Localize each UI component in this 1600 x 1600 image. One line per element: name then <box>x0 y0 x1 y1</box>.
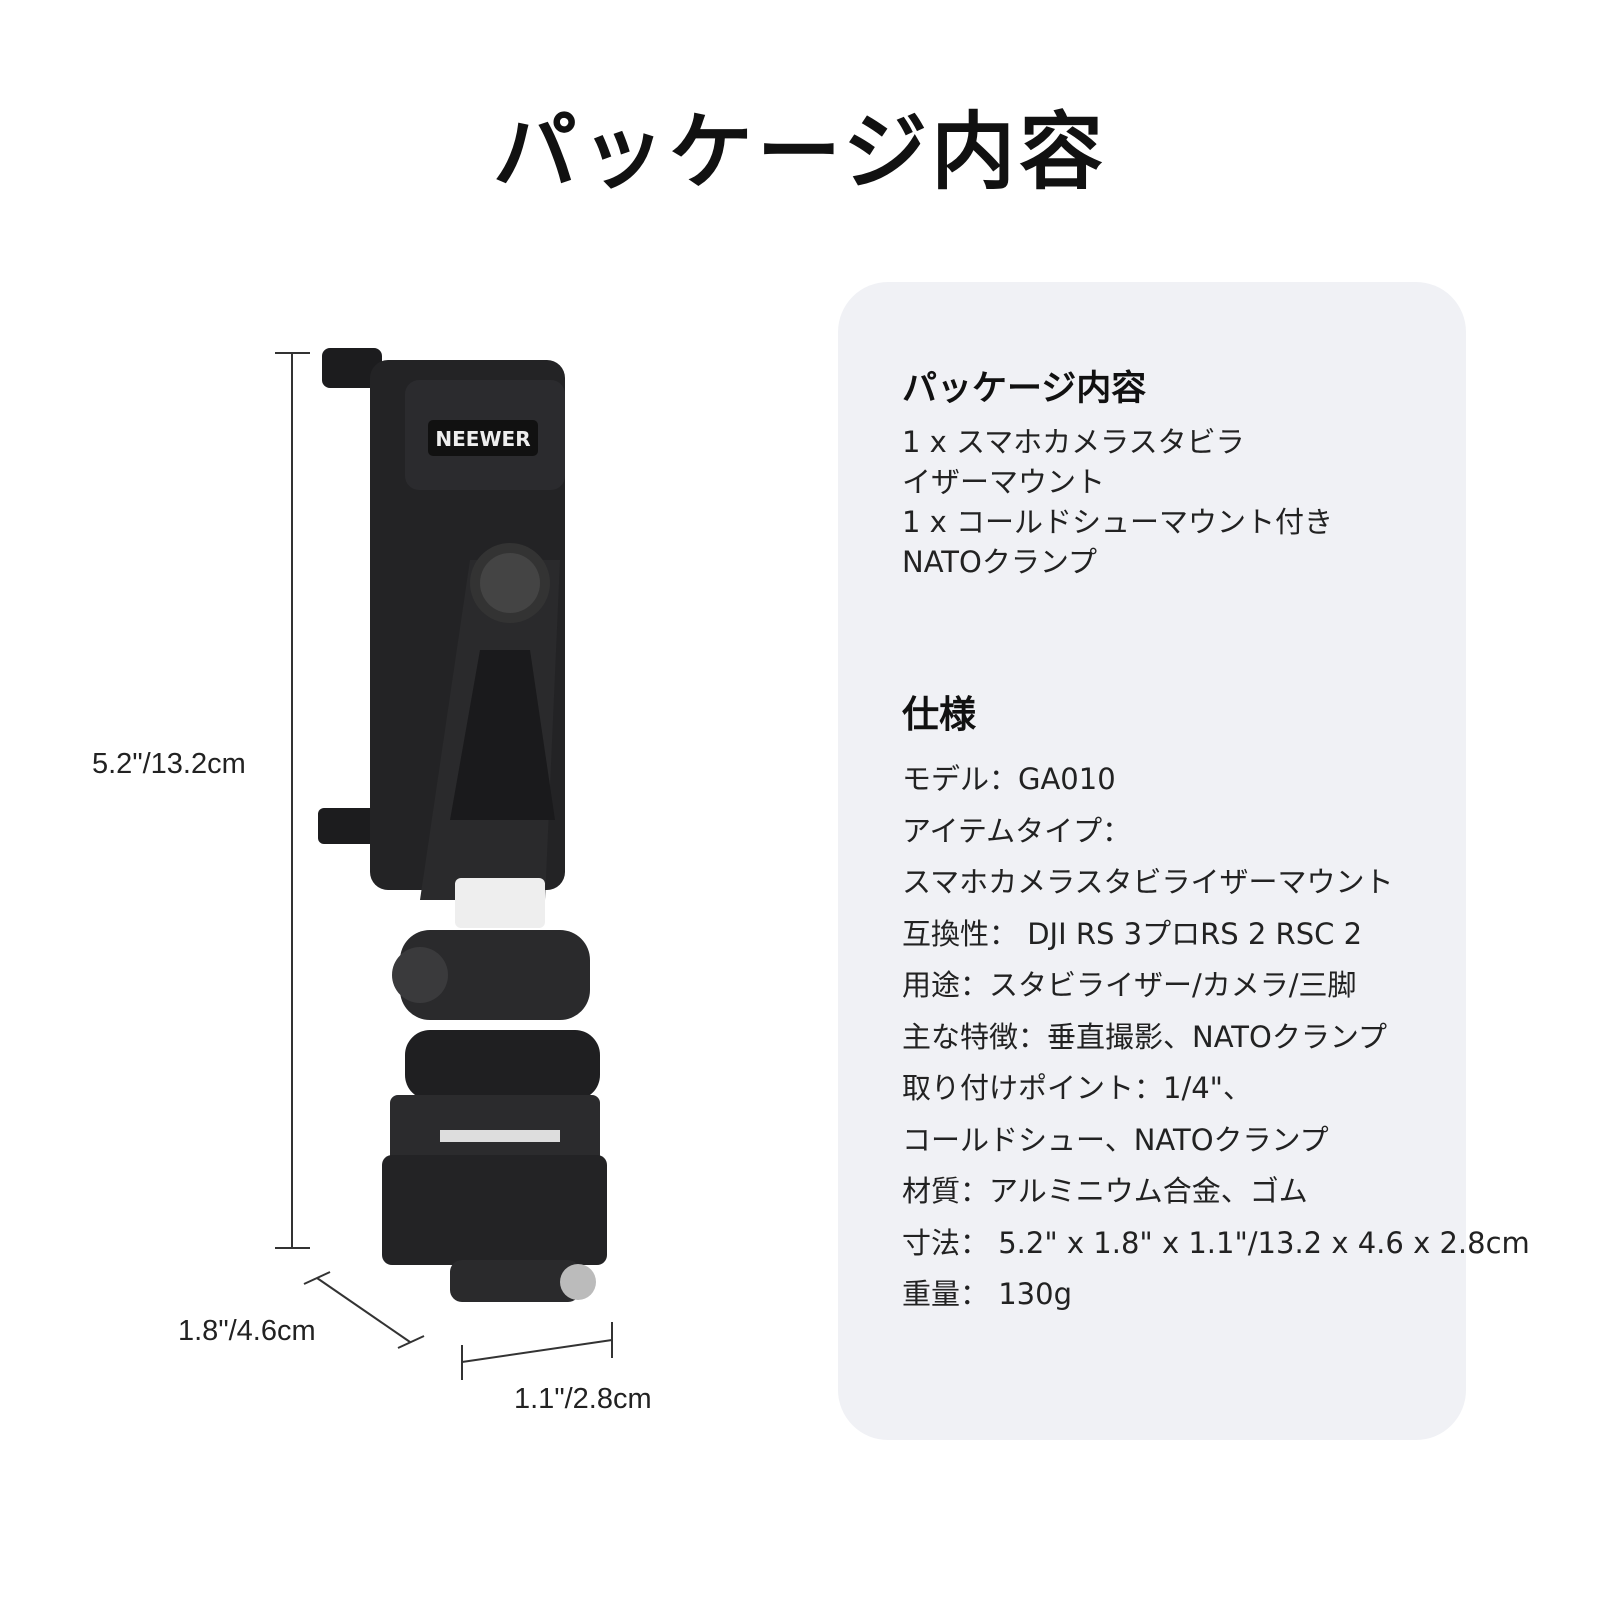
page-title: パッケージ内容 <box>492 103 1108 201</box>
dimension-lines <box>275 352 613 1380</box>
spec-line: 材質：アルミニウム合金、ゴム <box>902 1174 1308 1208</box>
package-list: 1 x スマホカメラスタビラ イザーマウント 1 x コールドシューマウント付き… <box>902 422 1333 582</box>
arm <box>382 543 607 1302</box>
package-heading: パッケージ内容 <box>902 369 1147 409</box>
spec-line: 互換性： DJI RS 3プロRS 2 RSC 2 <box>902 916 1363 951</box>
height-dimension-label: 5.2"/13.2cm <box>92 748 246 780</box>
spec-line: 寸法： 5.2" x 1.8" x 1.1"/13.2 x 4.6 x 2.8c… <box>902 1225 1530 1260</box>
width-dimension-label: 1.1"/2.8cm <box>514 1383 652 1415</box>
spec-line: スマホカメラスタビライザーマウント <box>902 865 1394 899</box>
depth-dimension-label: 1.8"/4.6cm <box>178 1315 316 1347</box>
package-item: イザーマウント <box>902 465 1106 499</box>
brand-logo: NEEWER <box>435 427 530 451</box>
package-item: 1 x コールドシューマウント付き <box>902 505 1334 539</box>
spec-list: モデル：GA010 アイテムタイプ： スマホカメラスタビライザーマウント 互換性… <box>902 754 1530 1321</box>
spec-line: 重量： 130g <box>902 1277 1072 1311</box>
package-item: 1 x スマホカメラスタビラ <box>902 425 1245 459</box>
spec-heading: 仕様 <box>902 693 976 736</box>
spec-line: 用途：スタビライザー/カメラ/三脚 <box>902 968 1357 1002</box>
spec-line: コールドシュー、NATOクランプ <box>902 1122 1329 1157</box>
spec-line: アイテムタイプ： <box>902 813 1132 848</box>
spec-line: 主な特徴：垂直撮影、NATOクランプ <box>902 1019 1387 1054</box>
spec-line: 取り付けポイント：1/4"、 <box>902 1071 1253 1105</box>
package-item: NATOクランプ <box>902 545 1097 579</box>
info-panel: パッケージ内容 1 x スマホカメラスタビラ イザーマウント 1 x コールドシ… <box>838 282 1530 1440</box>
spec-line: モデル：GA010 <box>902 762 1116 796</box>
